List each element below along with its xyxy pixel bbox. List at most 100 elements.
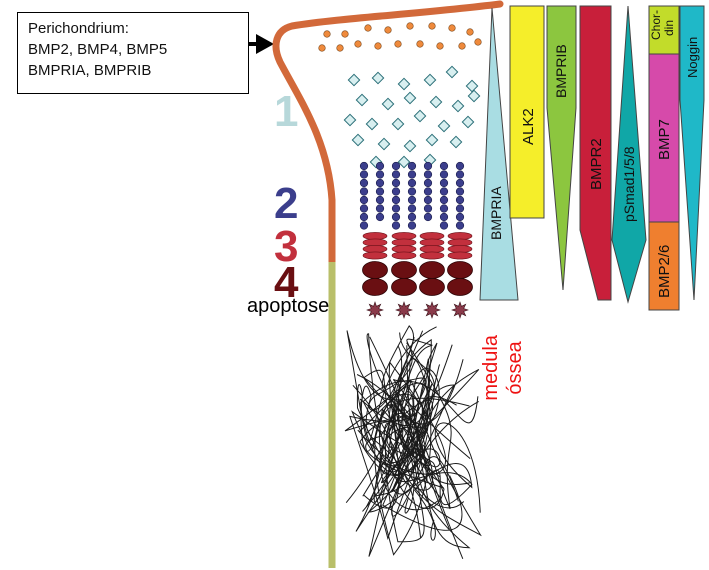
gradient-bmp26 [648,221,680,311]
gradient-labels: BMPRIA ALK2 BMPRIB BMPR2 pSmad1/5/8 Chor… [488,10,700,298]
zone-3-cell [362,238,388,247]
zone-2-cell [375,178,385,188]
marrow-fiber [387,346,450,530]
apoptotic-cell [423,301,441,319]
marrow-fiber [356,374,471,549]
marrow-fiber [362,380,482,537]
zone-number-1: 1 [274,87,299,136]
zone-1-cell [351,133,365,147]
label-noggin: Noggin [685,37,700,78]
zone-2-cell [439,161,449,171]
zone-2-cell [375,187,385,196]
zone-2-cell [359,170,369,179]
zone-2-cell [359,178,369,188]
apoptotic-cells [366,301,469,319]
label-chordin-line2: din [662,20,676,36]
zone-1-cell [451,99,465,113]
zone-3-cells [362,232,473,260]
zone-2-cell [391,212,401,222]
zone-2-cells [359,161,465,230]
zone-1-cell [429,95,443,109]
marrow-fiber [346,326,444,489]
marrow-fiber [360,385,422,538]
zone-2-cell [359,204,369,213]
zone-4-cell [419,261,445,279]
label-alk2: ALK2 [520,108,537,145]
zone-1-cell [343,113,357,127]
zone-2-cell [439,178,449,188]
zone-1-cell [461,115,475,129]
resting-cell [394,40,402,48]
gradient-chordin [648,5,680,55]
gradient-bars [479,5,705,311]
zone-2-cell [407,221,417,230]
gradient-alk2 [509,5,545,219]
resting-cell [318,44,326,52]
zone-2-cell [455,195,465,205]
perichondrium-receptors: BMPRIA, BMPRIB [28,62,152,79]
zone-4-cell [419,278,445,296]
zone-1-cells [343,65,481,169]
zone-3-cell [391,232,417,240]
zone-2-cell [391,170,401,179]
marrow-fiber [344,344,453,484]
zone-1-cell [347,73,361,87]
zone-number-4: 4 [274,258,299,307]
resting-cell [364,24,372,32]
zone-2-cell [407,161,417,171]
apoptotic-cell [395,301,413,319]
zone-2-cell [391,178,401,188]
zone-2-cell [407,178,417,188]
zone-2-cell [423,204,433,213]
zone-2-cell [407,204,417,213]
zone-3-cell [447,245,473,253]
resting-cell [323,30,331,38]
marrow-fiber [352,384,410,480]
zone-1-cell [355,93,369,107]
zone-2-cell [423,195,433,205]
resting-cell [341,30,349,38]
zone-2-cell [439,170,449,179]
zone-2-cell [455,221,465,230]
zone-2-cell [391,187,401,196]
zone-1-cell [449,135,463,149]
zone-2-cell [407,170,417,179]
marrow-fiber [359,384,470,497]
resting-cell [416,40,424,48]
zone-1-cell [365,117,379,131]
zone-1-cell [403,91,417,105]
zone-3-cell [447,232,473,240]
bone-marrow-label: medula óssea [479,335,539,401]
zone-1-cell [371,71,385,85]
zone-3-cell [362,251,388,260]
label-bmp7: BMP7 [656,119,673,160]
zone-2-cell [359,212,369,222]
label-bmpr2: BMPR2 [588,138,605,190]
zone-3-cell [419,232,445,240]
zone-2-cell [439,195,449,205]
zone-1-cell [377,137,391,151]
marrow-fiber [374,358,470,556]
apoptotic-cell [451,301,469,319]
zone-2-cell [455,212,465,222]
zone-2-cell [455,170,465,179]
zone-2-cell [407,187,417,196]
zone-1-cell [413,109,427,123]
resting-cell [428,22,436,30]
zone-1-cell [381,97,395,111]
resting-cell [406,22,414,30]
apoptosis-label: apoptose [247,295,330,317]
zone-1-cell [397,155,411,169]
label-bmp26: BMP2/6 [656,245,673,298]
zone-2-cell [375,195,385,205]
label-chordin-line1: Chor- [649,10,663,40]
perichondrium-bmps: BMP2, BMP4, BMP5 [28,41,168,58]
resting-cell [436,42,444,50]
resting-cell [458,42,466,50]
zone-2-cell [391,204,401,213]
zone-number-2: 2 [274,179,299,228]
resting-cell [448,24,456,32]
zone-3-cell [391,245,417,253]
zone-2-cell [407,212,417,222]
